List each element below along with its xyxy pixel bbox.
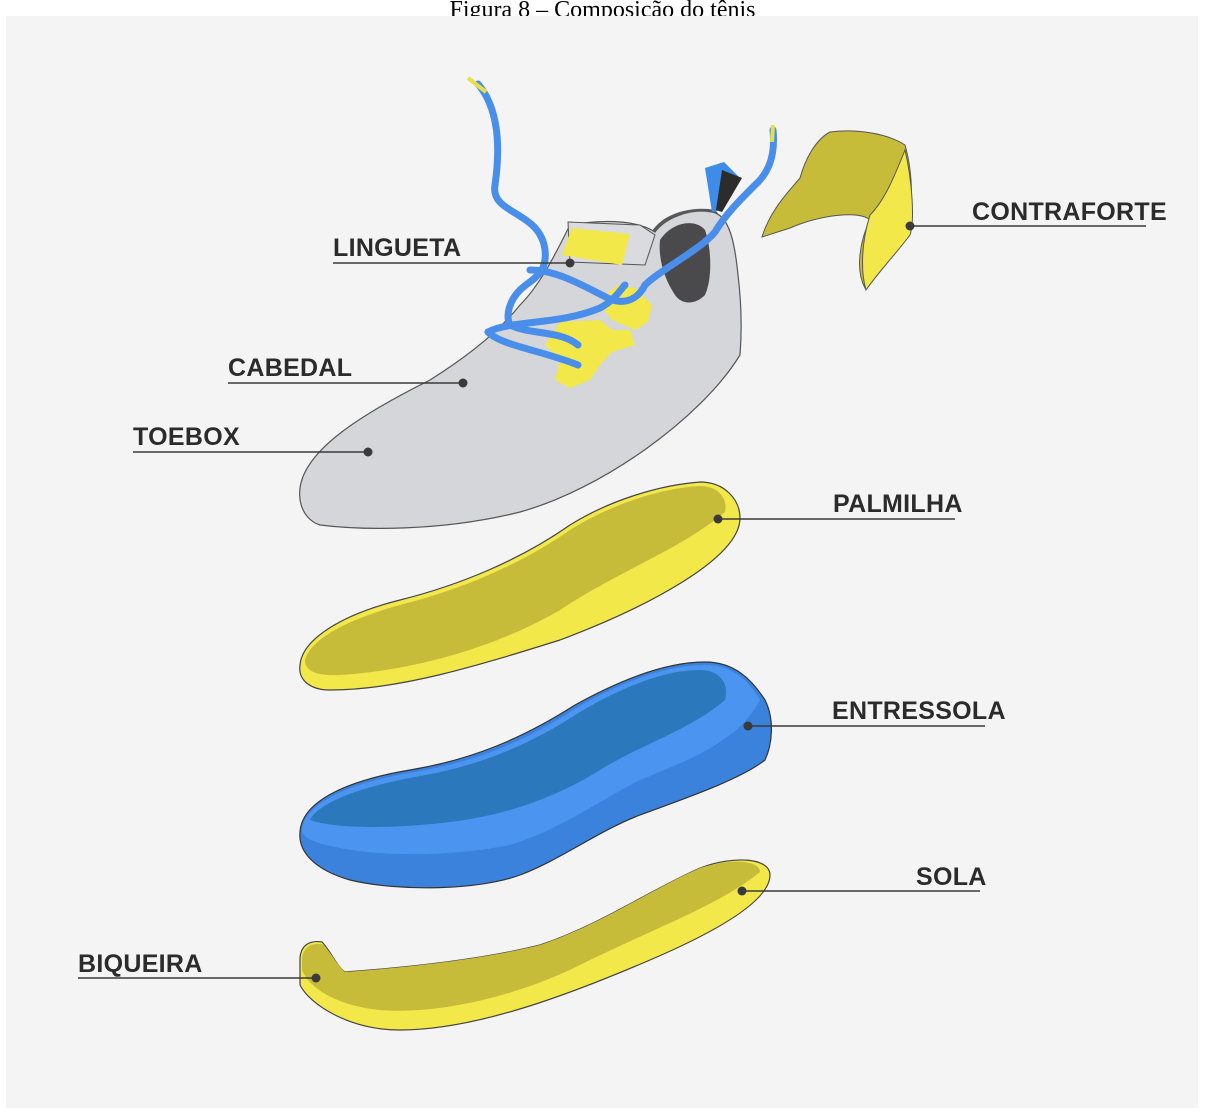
label-biqueira: BIQUEIRA (78, 950, 203, 978)
heel-counter (762, 131, 912, 290)
label-contraforte: CONTRAFORTE (972, 198, 1167, 226)
label-lingueta: LINGUETA (333, 234, 461, 262)
shoe-upper (300, 78, 774, 528)
midsole (300, 662, 772, 888)
shoe-diagram: LINGUETA CABEDAL TOEBOX CONTRAFORTE PALM… (6, 16, 1198, 1108)
label-cabedal: CABEDAL (228, 354, 352, 382)
label-palmilha: PALMILHA (833, 490, 963, 518)
outsole (300, 860, 770, 1030)
label-sola: SOLA (916, 863, 987, 891)
label-entressola: ENTRESSOLA (832, 697, 1006, 725)
label-toebox: TOEBOX (133, 423, 240, 451)
